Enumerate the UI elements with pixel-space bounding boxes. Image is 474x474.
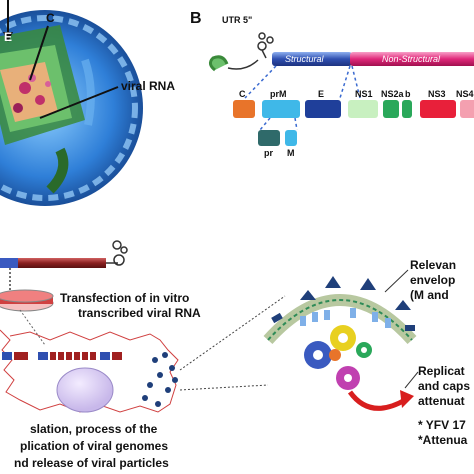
zoom-line-top <box>19 309 46 346</box>
gene-label-c: C <box>239 89 246 99</box>
label-structural: Structural <box>285 54 324 64</box>
replic-line1: Replicat <box>418 364 465 378</box>
gene-label-e: E <box>318 89 325 99</box>
gene-label-ns2a: NS2a <box>381 89 404 99</box>
label-utr: UTR 5" <box>222 15 253 25</box>
cell-text-line3: nd release of viral particles <box>14 456 169 470</box>
gene-pr <box>258 130 280 146</box>
gene-ns4 <box>460 100 474 118</box>
cell-text-line2: plication of viral genomes <box>20 439 169 453</box>
gene-label-m: M <box>287 148 295 158</box>
gene-label-ns4: NS4 <box>456 89 474 99</box>
gene-ns2a <box>383 100 399 118</box>
attenuated-note: *Attenua <box>418 433 468 447</box>
gene-e <box>305 100 341 118</box>
nucleus <box>56 367 114 413</box>
gene-c <box>233 100 255 118</box>
replic-pointer <box>404 371 419 389</box>
gene-label-ns2b: b <box>405 89 411 99</box>
rna-pointer <box>39 86 119 119</box>
released-particles <box>142 352 178 407</box>
gene-ns3 <box>420 100 456 118</box>
relevant-line2: envelop <box>410 273 456 287</box>
replic-line3: attenuat <box>418 394 465 408</box>
gene-label-pr: pr <box>264 148 273 158</box>
virion-illustration <box>0 10 143 206</box>
attenuation-arrowhead <box>400 390 414 408</box>
transfection-line1: Transfection of in vitro <box>60 291 190 305</box>
panel-b-letter: B <box>190 10 202 27</box>
cell-membrane <box>0 329 179 413</box>
gene-prm <box>262 100 300 118</box>
label-e: E <box>4 30 13 44</box>
label-viral-rna: viral RNA <box>121 79 176 93</box>
relevant-line3: (M and <box>410 288 449 302</box>
petri-dish <box>0 289 54 312</box>
yfv-note: * YFV 17 <box>418 418 466 432</box>
structural-bar <box>272 52 352 66</box>
genome-schematic <box>208 32 474 146</box>
replic-line2: and caps <box>418 379 471 393</box>
zoom-line-1 <box>179 295 286 371</box>
gene-label-ns1: NS1 <box>355 89 373 99</box>
cell-rna-row <box>2 352 122 360</box>
replication-complex <box>263 276 417 390</box>
gene-ns1 <box>348 100 378 118</box>
relevant-pointer <box>384 269 409 293</box>
e-arrowhead <box>3 32 13 42</box>
nonstructural-bar <box>350 52 474 66</box>
gene-label-ns3: NS3 <box>428 89 446 99</box>
attenuation-arrow <box>347 390 407 411</box>
cell-text-line1: slation, process of the <box>30 422 158 436</box>
label-nonstructural: Non-Structural <box>382 54 441 64</box>
transfection-construct <box>0 240 128 292</box>
c-pointer <box>29 25 49 81</box>
gene-m <box>285 130 297 146</box>
label-c: C <box>46 11 55 25</box>
zoom-line-2 <box>179 384 269 391</box>
relevant-line1: Relevan <box>410 258 457 272</box>
gene-ns2b <box>402 100 412 118</box>
gene-label-prm: prM <box>270 89 287 99</box>
transfection-line2: transcribed viral RNA <box>78 306 201 320</box>
